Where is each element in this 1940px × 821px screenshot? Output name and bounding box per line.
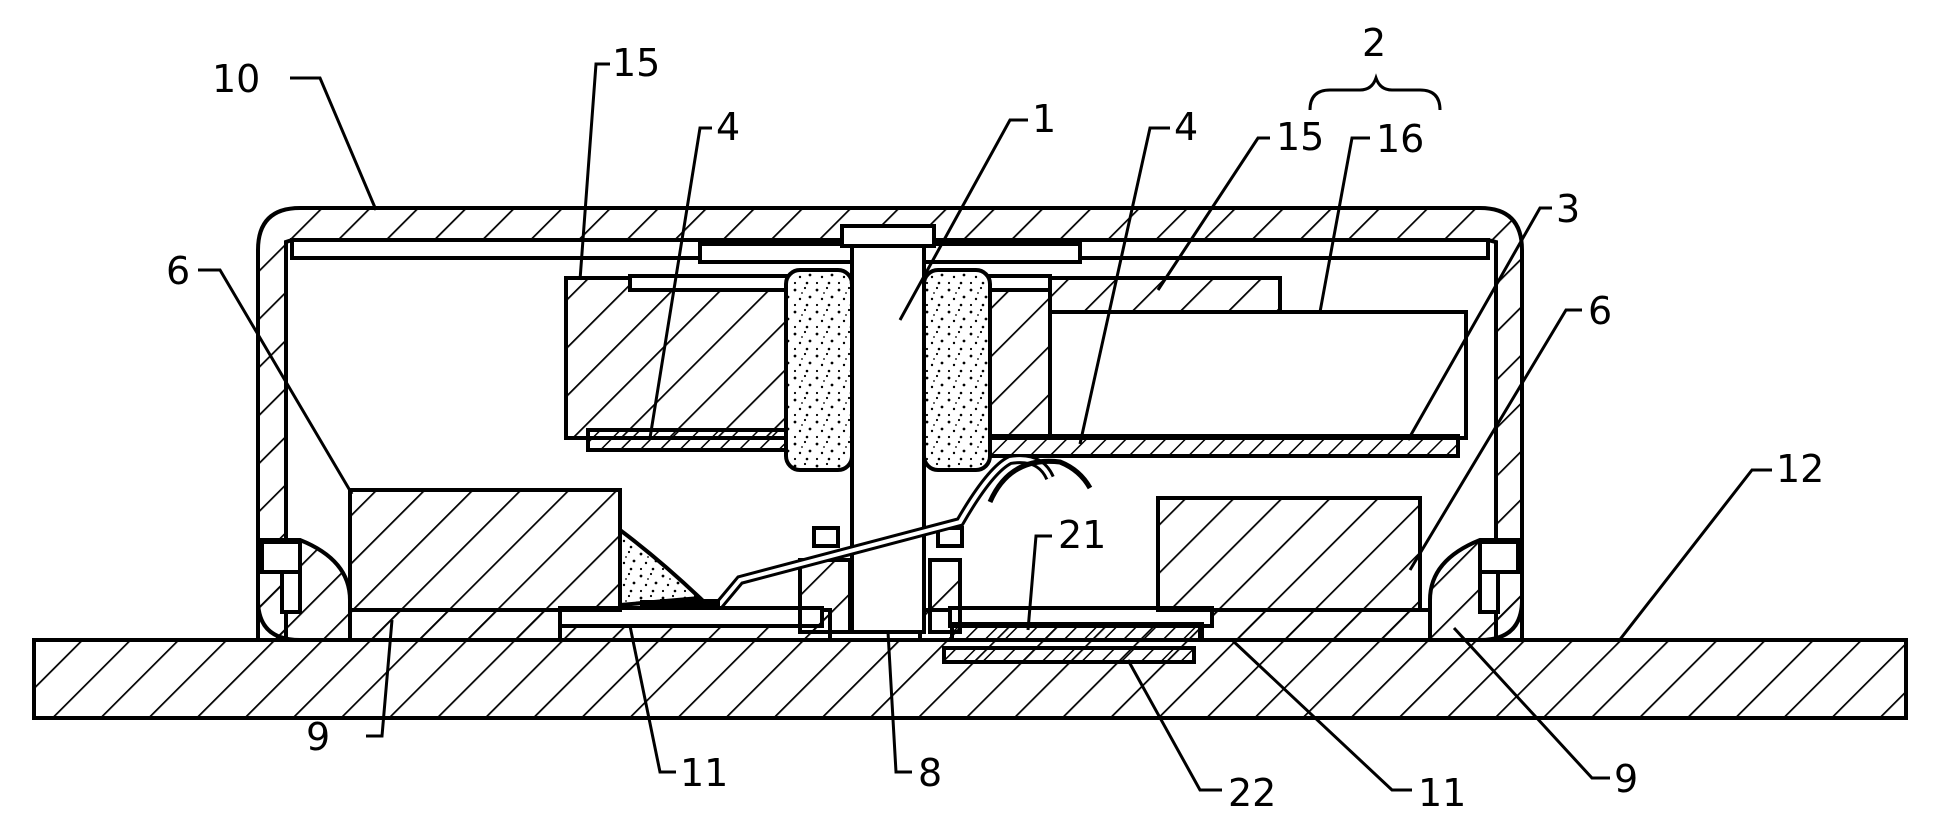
label-2: 2 xyxy=(1362,21,1386,65)
magnet-left xyxy=(350,490,620,610)
label-15-left: 15 xyxy=(612,41,660,85)
eccentric-weight xyxy=(1050,312,1466,438)
label-4-left: 4 xyxy=(716,105,740,149)
bearing-right xyxy=(924,270,990,470)
leader-2-brace xyxy=(1310,78,1440,110)
label-3: 3 xyxy=(1556,187,1580,231)
label-11-right: 11 xyxy=(1418,771,1466,815)
label-9-left: 9 xyxy=(306,715,330,759)
base-right-step-1 xyxy=(1480,542,1518,572)
leader-12 xyxy=(1618,470,1772,642)
label-6-right: 6 xyxy=(1588,289,1612,333)
magnet-right xyxy=(1158,498,1420,610)
yoke-right-top xyxy=(1050,278,1280,312)
label-16: 16 xyxy=(1376,117,1424,161)
label-4-right: 4 xyxy=(1174,105,1198,149)
base-left-step-2 xyxy=(282,572,300,612)
label-6-left: 6 xyxy=(166,249,190,293)
coil-plate xyxy=(990,436,1458,456)
yoke-right xyxy=(990,278,1050,438)
label-22: 22 xyxy=(1228,771,1276,815)
shaft xyxy=(852,232,924,632)
adhesive-blob xyxy=(620,530,700,605)
leader-10 xyxy=(290,78,376,210)
base-right-step-2 xyxy=(1480,572,1498,612)
label-12: 12 xyxy=(1776,447,1824,491)
label-15-right: 15 xyxy=(1276,115,1324,159)
label-21: 21 xyxy=(1058,513,1106,557)
wire-solder-pad xyxy=(640,600,720,610)
label-10: 10 xyxy=(212,57,260,101)
contact-strip xyxy=(952,624,1202,640)
label-1: 1 xyxy=(1032,97,1056,141)
terminal-pad xyxy=(944,648,1194,662)
plate-left xyxy=(588,430,786,450)
label-9-right: 9 xyxy=(1614,757,1638,801)
collar-left xyxy=(814,528,838,546)
shaft-top xyxy=(842,226,934,246)
bearing-left xyxy=(786,270,852,470)
label-11-left: 11 xyxy=(680,751,728,795)
label-8: 8 xyxy=(918,751,942,795)
base-left-step-1 xyxy=(262,542,300,572)
yoke-left xyxy=(566,278,786,438)
